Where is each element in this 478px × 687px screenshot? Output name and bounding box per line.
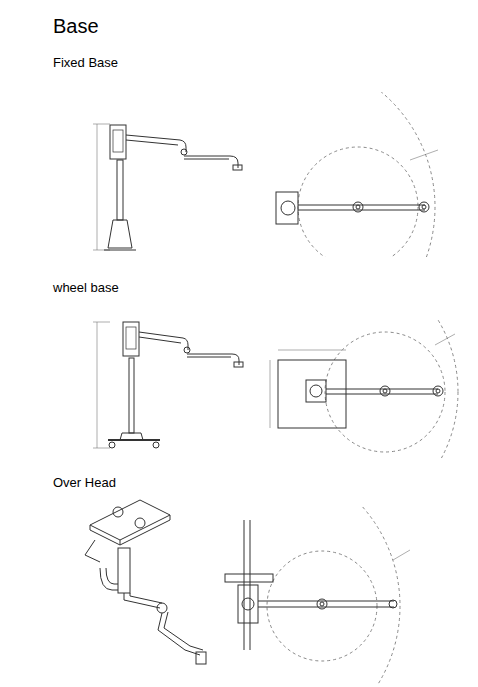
section-heading: wheel base xyxy=(53,280,119,296)
wheel-base-plan xyxy=(178,252,458,532)
wheel-base-elevation xyxy=(93,322,243,448)
section-heading: Over Head xyxy=(53,475,116,491)
page-title: Base xyxy=(53,14,99,38)
fixed-base-plan xyxy=(135,57,438,357)
overhead-plan xyxy=(100,456,410,687)
section-heading: Fixed Base xyxy=(53,55,118,71)
fixed-base-elevation xyxy=(93,124,242,250)
overhead-isometric xyxy=(85,500,206,664)
